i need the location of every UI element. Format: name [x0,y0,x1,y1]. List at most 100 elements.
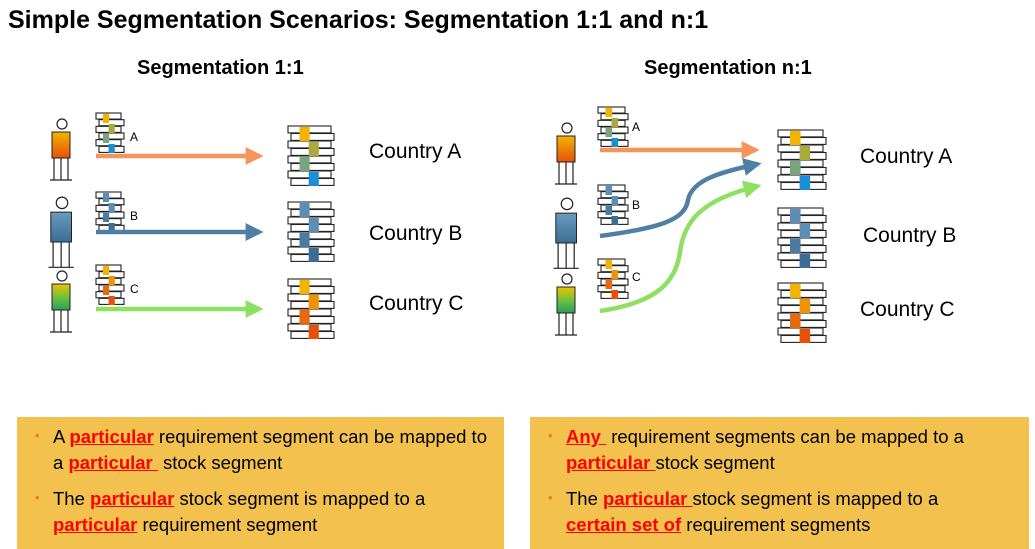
stack-segment [299,157,310,171]
left-info-box: A particular requirement segment can be … [17,417,504,549]
requirement-label: B [130,209,138,223]
requirement-label: B [632,198,640,212]
person-legs [553,243,579,269]
person-head [55,196,69,210]
person-legs [50,158,72,181]
stack-segment [108,124,115,133]
slide-title: Simple Segmentation Scenarios: Segmentat… [8,6,709,34]
stack-row [290,208,335,217]
bullet-text: requirement segment can be mapped to a [53,426,487,473]
stack-segment [790,314,801,328]
bullet-highlight: particular [566,452,656,473]
stack-segment [790,239,801,253]
requirement-stack-icon [597,184,629,225]
bullet-text: stock segment [157,452,283,473]
stack-segment [108,296,115,305]
bullet-text: The [53,488,91,509]
requirement-label: A [130,130,138,144]
stack-row [290,238,335,247]
person-icon [48,196,74,268]
stack-segment [611,118,619,127]
stack-segment [308,172,319,186]
stack-segment [790,131,801,145]
stack-segment [790,209,801,223]
country-label: Country C [369,292,464,315]
mapping-arrow [599,158,762,239]
right-info-box: Any requirement segments can be mapped t… [530,417,1029,549]
stack-row [780,214,827,223]
requirement-stack-icon [95,264,125,305]
stack-segment [308,142,319,156]
person-head [560,197,574,211]
stack-segment [605,206,613,215]
stack-segment [799,224,811,238]
requirement-stack-icon [597,258,629,299]
stack-segment [790,284,801,298]
bullet-text: requirement segments [681,514,871,535]
stack-row [780,289,827,298]
bullet-text: A [53,426,70,447]
bullet-highlight: certain set of [566,514,682,535]
right-bullet-2: The particular stock segment is mapped t… [548,485,1017,538]
person-body [50,211,72,243]
mapping-arrow [599,180,762,314]
person-icon [555,122,577,185]
stack-segment [108,144,115,153]
person-legs [555,162,577,185]
bullet-highlight: particular [69,426,154,447]
bullet-highlight: particular [90,488,175,509]
stack-segment [799,146,811,160]
country-label: Country B [369,222,462,245]
bullet-text: stock segment is mapped to a [174,488,426,509]
stack-segment [799,329,811,343]
stack-segment [299,127,310,141]
stack-row [98,211,125,219]
stack-row [600,126,629,134]
person-icon [555,273,577,336]
stack-row [780,136,827,145]
requirement-stack-icon [597,106,629,147]
stack-row [600,204,629,212]
stack-segment [790,161,801,175]
stack-segment [799,299,811,313]
stock-stack-icon [287,125,335,186]
stack-segment [611,196,619,205]
stack-segment [103,134,110,143]
person-icon [50,118,72,181]
stack-row [98,132,125,140]
stack-segment [108,203,115,212]
person-body [51,131,71,159]
bullet-text: requirement segments can be mapped to a [606,426,964,447]
stock-stack-icon [777,129,827,190]
stack-segment [103,286,110,295]
stock-stack-icon [777,207,827,268]
stock-stack-icon [777,282,827,343]
stack-row [780,166,827,175]
stack-segment [108,223,115,232]
stack-segment [605,128,613,137]
requirement-stack-icon [95,191,125,232]
stack-segment [103,193,110,202]
stack-row [98,284,125,292]
stack-segment [308,325,319,339]
left-bullet-1: A particular requirement segment can be … [35,423,492,476]
stack-segment [308,295,319,309]
requirement-label: C [130,282,139,296]
country-label: Country C [860,298,955,321]
stack-row [290,315,335,324]
requirement-label: C [632,270,641,284]
bullet-text: The [566,488,604,509]
stack-segment [308,248,319,262]
stack-segment [299,280,310,294]
stack-segment [308,218,319,232]
stack-segment [605,108,613,117]
bullet-highlight: particular [603,488,693,509]
stack-segment [799,254,811,268]
right-bullet-1: Any requirement segments can be mapped t… [548,423,1017,476]
country-label: Country A [860,145,952,168]
stack-segment [108,276,115,285]
stack-row [95,277,122,285]
person-head [56,118,68,130]
bullet-text: stock segment [655,452,775,473]
